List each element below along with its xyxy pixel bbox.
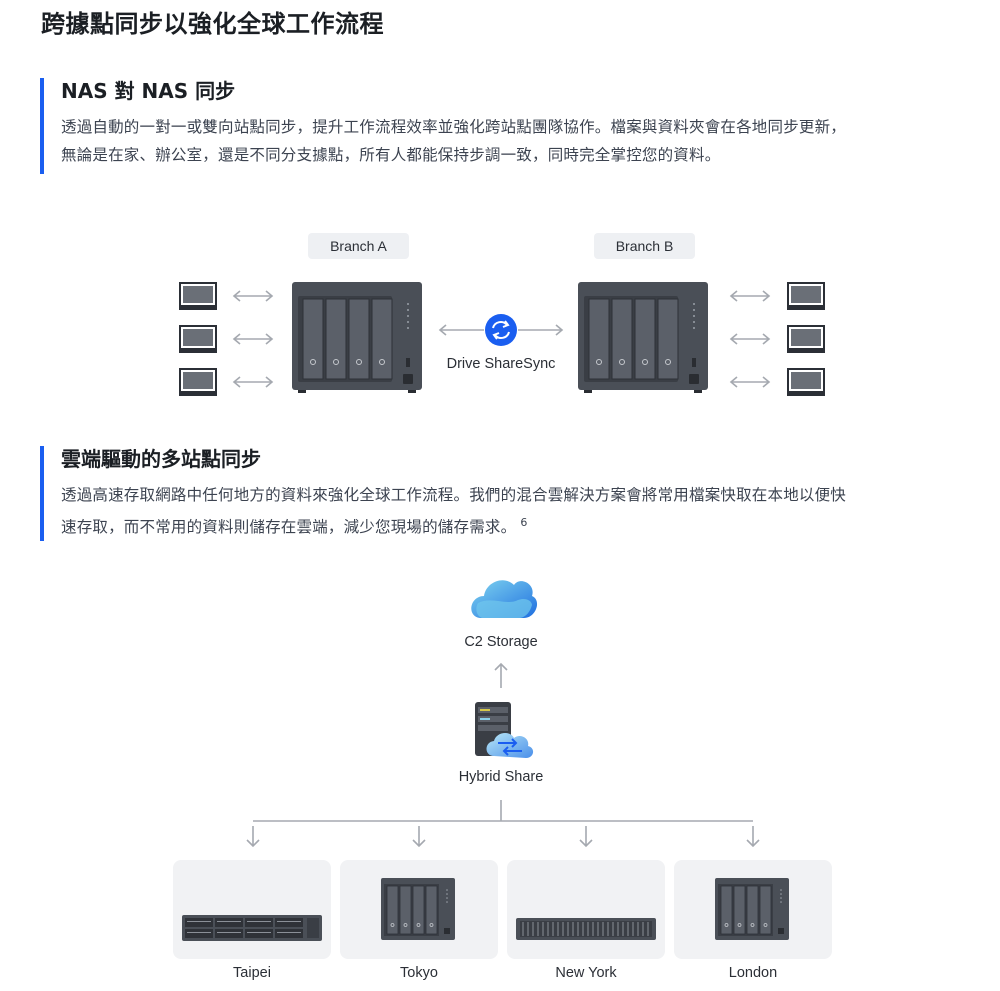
site-tile-taipei bbox=[173, 860, 331, 959]
tree-connector bbox=[253, 800, 753, 822]
c2-cloud-icon bbox=[471, 580, 538, 618]
page-title: 跨據點同步以強化全球工作流程 bbox=[41, 10, 384, 38]
site-tile-tokyo bbox=[340, 860, 498, 959]
down-arrow-icon bbox=[412, 825, 426, 847]
bidirectional-arrow-icon bbox=[233, 290, 273, 302]
site-label-new-york: New York bbox=[555, 965, 617, 981]
site-label-london: London bbox=[728, 965, 778, 981]
down-arrow-icon bbox=[246, 825, 260, 847]
laptop-icon bbox=[178, 368, 218, 397]
site-tile-new-york bbox=[507, 860, 665, 959]
c2-storage-label: C2 Storage bbox=[464, 634, 538, 650]
section-nas-to-nas: NAS 對 NAS 同步 透過自動的一對一或雙向站點同步，提升工作流程效率並強化… bbox=[40, 78, 970, 174]
laptop-icon bbox=[178, 325, 218, 354]
site-tile-london bbox=[674, 860, 832, 959]
sync-icon bbox=[485, 314, 517, 346]
nas-device-branch-b bbox=[577, 281, 709, 394]
drive-sharesync-label: Drive ShareSync bbox=[446, 356, 556, 372]
nas-device-icon bbox=[714, 877, 790, 941]
section-cloud-sync: 雲端驅動的多站點同步 透過高速存取網路中任何地方的資料來強化全球工作流程。我們的… bbox=[40, 446, 970, 541]
hybrid-share-icon bbox=[475, 702, 534, 758]
bidirectional-arrow-icon bbox=[730, 290, 770, 302]
hybrid-share-label: Hybrid Share bbox=[458, 769, 544, 785]
bidirectional-arrow-icon bbox=[730, 333, 770, 345]
rack-server-icon bbox=[182, 915, 322, 941]
section-heading-nas: NAS 對 NAS 同步 bbox=[61, 79, 236, 103]
bidirectional-arrow-icon bbox=[730, 376, 770, 388]
sync-link bbox=[438, 324, 564, 336]
nas-device-icon bbox=[380, 877, 456, 941]
section-body-nas: 透過自動的一對一或雙向站點同步，提升工作流程效率並強化跨站點團隊協作。檔案與資料… bbox=[61, 113, 970, 169]
site-label-taipei: Taipei bbox=[233, 965, 271, 981]
laptop-icon bbox=[786, 325, 826, 354]
section-heading-cloud: 雲端驅動的多站點同步 bbox=[61, 447, 261, 471]
site-label-tokyo: Tokyo bbox=[400, 965, 438, 981]
rack-server-icon bbox=[516, 918, 656, 940]
up-arrow-icon bbox=[494, 662, 508, 688]
section-body-nas-line1: 透過自動的一對一或雙向站點同步，提升工作流程效率並強化跨站點團隊協作。檔案與資料… bbox=[61, 118, 847, 136]
laptop-icon bbox=[786, 368, 826, 397]
section-body-cloud-line2: 速存取，而不常用的資料則儲存在雲端，減少您現場的儲存需求。 bbox=[61, 518, 517, 536]
footnote-marker[interactable]: 6 bbox=[520, 516, 528, 529]
laptop-icon bbox=[786, 282, 826, 311]
nas-device-branch-a bbox=[291, 281, 423, 394]
section-body-nas-line2: 無論是在家、辦公室，還是不同分支據點，所有人都能保持步調一致，同時完全掌控您的資… bbox=[61, 146, 721, 164]
down-arrow-icon bbox=[579, 825, 593, 847]
branch-a-tag: Branch A bbox=[308, 233, 409, 259]
laptop-icon bbox=[178, 282, 218, 311]
section-body-cloud-line1: 透過高速存取網路中任何地方的資料來強化全球工作流程。我們的混合雲解決方案會將常用… bbox=[61, 486, 847, 504]
branch-b-tag: Branch B bbox=[594, 233, 695, 259]
bidirectional-arrow-icon bbox=[233, 376, 273, 388]
bidirectional-arrow-icon bbox=[233, 333, 273, 345]
down-arrow-icon bbox=[746, 825, 760, 847]
section-body-cloud: 透過高速存取網路中任何地方的資料來強化全球工作流程。我們的混合雲解決方案會將常用… bbox=[61, 481, 970, 541]
